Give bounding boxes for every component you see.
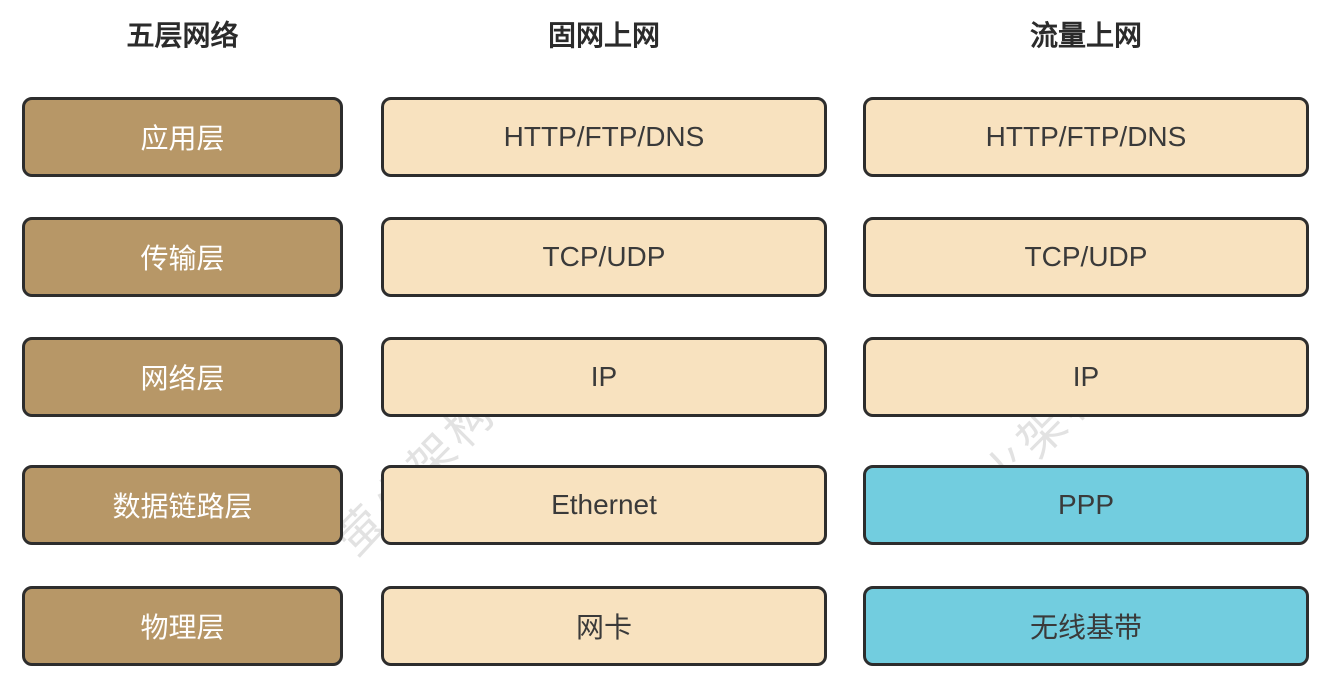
box-physical-layer: 物理层 bbox=[22, 586, 343, 666]
column-header-five-layer-network: 五层网络 bbox=[126, 20, 239, 51]
box-mobile-tcp-udp: TCP/UDP bbox=[863, 217, 1309, 297]
box-application-layer: 应用层 bbox=[22, 97, 343, 177]
column-header-mobile-data: 流量上网 bbox=[1029, 20, 1142, 51]
box-fixed-ip: IP bbox=[381, 337, 827, 417]
box-mobile-ip: IP bbox=[863, 337, 1309, 417]
box-fixed-http-ftp-dns: HTTP/FTP/DNS bbox=[381, 97, 827, 177]
box-network-layer: 网络层 bbox=[22, 337, 343, 417]
box-fixed-tcp-udp: TCP/UDP bbox=[381, 217, 827, 297]
column-header-fixed-network: 固网上网 bbox=[547, 20, 660, 51]
box-fixed-ethernet: Ethernet bbox=[381, 465, 827, 545]
box-fixed-network-card: 网卡 bbox=[381, 586, 827, 666]
box-mobile-http-ftp-dns: HTTP/FTP/DNS bbox=[863, 97, 1309, 177]
box-mobile-wireless-baseband: 无线基带 bbox=[863, 586, 1309, 666]
box-mobile-ppp: PPP bbox=[863, 465, 1309, 545]
box-transport-layer: 传输层 bbox=[22, 217, 343, 297]
box-datalink-layer: 数据链路层 bbox=[22, 465, 343, 545]
